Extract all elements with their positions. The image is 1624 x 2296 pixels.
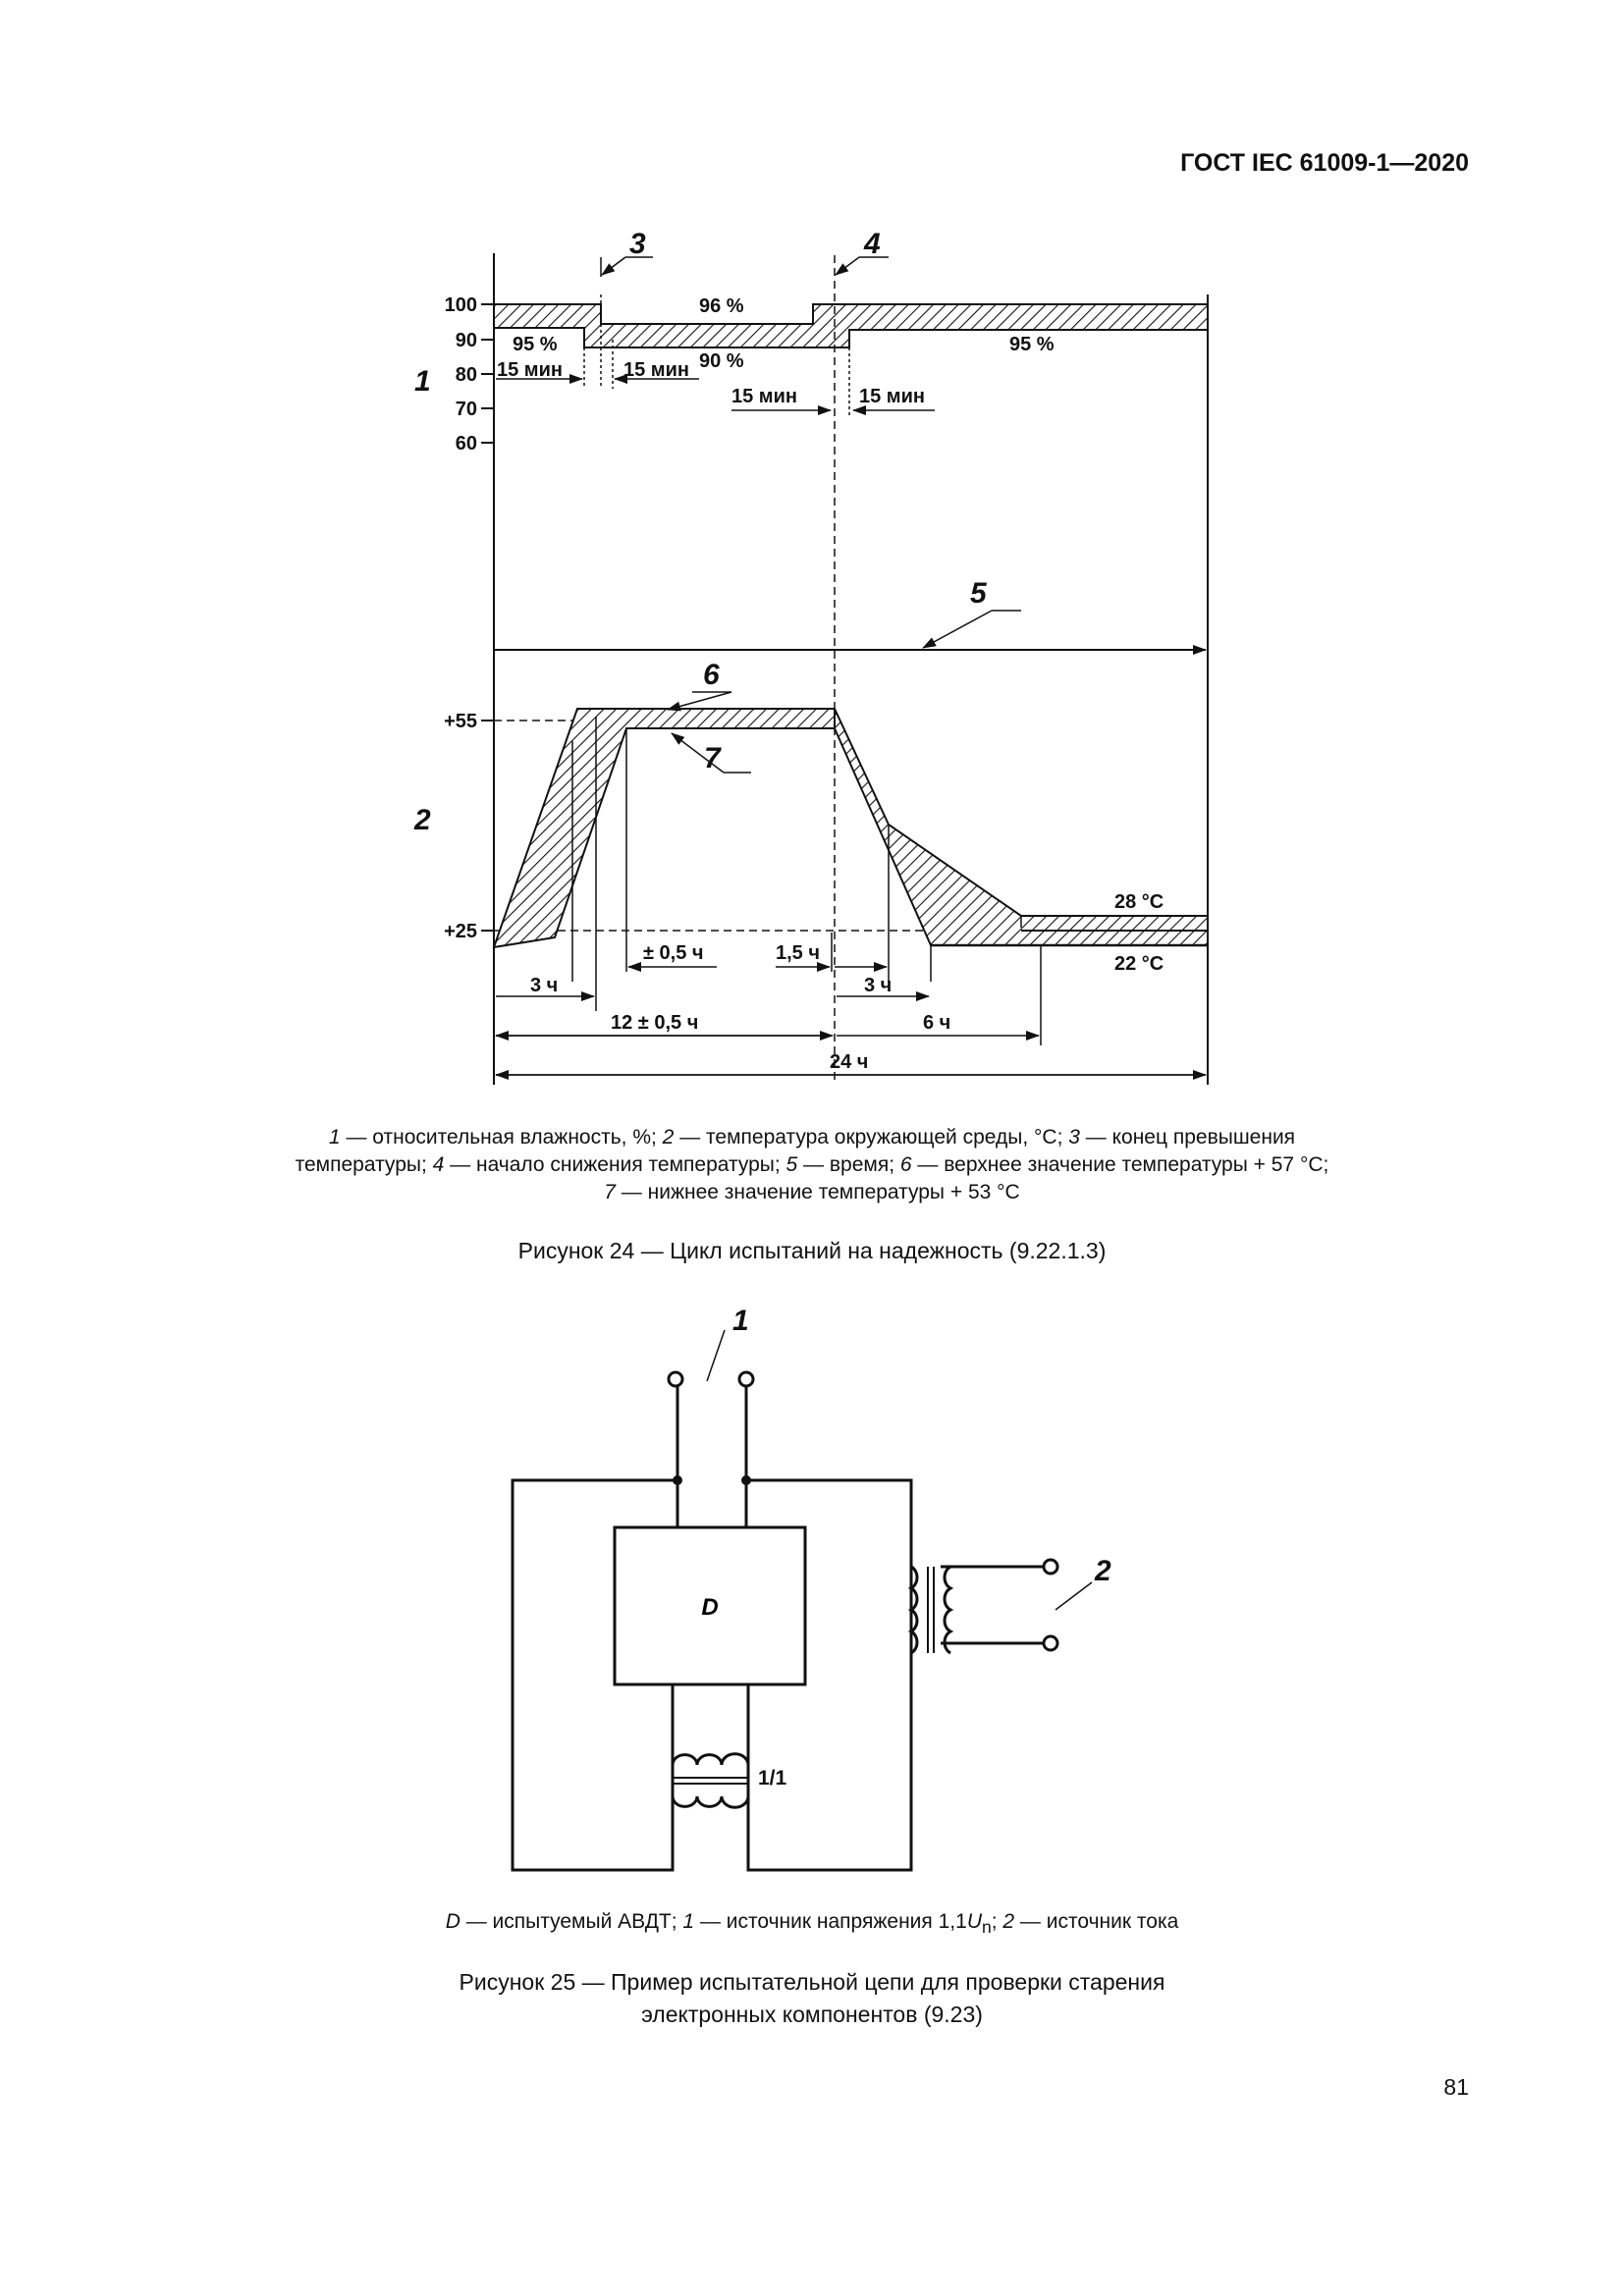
legend-line: температуры; 4 — начало снижения темпера… bbox=[295, 1153, 1329, 1176]
temperature-tick-label: +55 bbox=[444, 711, 477, 732]
figure-24-diagram: 100 90 80 70 60 1 95 % 96 % 90 % 95 % 15… bbox=[413, 228, 1209, 1085]
current-coil-secondary bbox=[943, 1565, 954, 1655]
humidity-label-95-right: 95 % bbox=[1009, 334, 1055, 355]
callout-7: 7 bbox=[704, 742, 722, 774]
duration-label-3h: 3 ч bbox=[530, 975, 558, 996]
duration-label-15min: 15 мин bbox=[731, 386, 797, 407]
duration-label-15h: 1,5 ч bbox=[776, 942, 820, 964]
duration-label-15min: 15 мин bbox=[497, 359, 563, 381]
current-coil-primary bbox=[907, 1565, 919, 1655]
callout-2: 2 bbox=[1094, 1555, 1111, 1587]
transformer-primary bbox=[671, 1752, 750, 1766]
humidity-tick-label: 90 bbox=[456, 330, 477, 351]
legend-line: 1 — относительная влажность, %; 2 — темп… bbox=[328, 1126, 1296, 1148]
temperature-label-28c: 28 °C bbox=[1114, 891, 1164, 913]
duration-label-15min: 15 мин bbox=[859, 386, 925, 407]
figure-24-title: Рисунок 24 — Цикл испытаний на надежност… bbox=[517, 1238, 1107, 1263]
figure-25-legend: D — испытуемый АВДТ; 1 — источник напряж… bbox=[0, 1908, 1624, 1941]
temperature-label-22c: 22 °C bbox=[1114, 953, 1164, 975]
duration-label-pm05h: ± 0,5 ч bbox=[643, 942, 704, 964]
duration-label-6h: 6 ч bbox=[923, 1012, 950, 1034]
humidity-tick-label: 70 bbox=[456, 399, 477, 420]
humidity-label-95-left: 95 % bbox=[513, 334, 558, 355]
figure-25-title-line: Рисунок 25 — Пример испытательной цепи д… bbox=[459, 1969, 1165, 1995]
humidity-label-90: 90 % bbox=[699, 350, 744, 372]
callout-4: 4 bbox=[863, 228, 881, 260]
legend-line: 7 — нижнее значение температуры + 53 °C bbox=[604, 1181, 1020, 1203]
callout-6: 6 bbox=[703, 659, 720, 691]
duration-label-15min: 15 мин bbox=[623, 359, 689, 381]
device-label: D bbox=[701, 1594, 718, 1621]
figure-25-circuit: 1 D 1/1 2 bbox=[511, 1305, 1111, 1872]
temperature-axis-tag: 2 bbox=[413, 804, 431, 836]
figure-24-legend: 1 — относительная влажность, %; 2 — темп… bbox=[0, 1124, 1624, 1206]
duration-label-3h: 3 ч bbox=[864, 975, 892, 996]
duration-label-24h: 24 ч bbox=[830, 1051, 868, 1073]
transformer-secondary bbox=[671, 1795, 750, 1809]
page-number: 81 bbox=[1443, 2074, 1469, 2100]
humidity-label-96: 96 % bbox=[699, 295, 744, 317]
transformer-ratio: 1/1 bbox=[758, 1767, 787, 1789]
humidity-tick-label: 80 bbox=[456, 364, 477, 386]
humidity-tick-label: 100 bbox=[445, 294, 477, 316]
figure-25-title-line: электронных компонентов (9.23) bbox=[641, 2002, 983, 2027]
callout-5: 5 bbox=[970, 577, 988, 610]
humidity-axis-tag: 1 bbox=[414, 365, 431, 398]
device-under-test bbox=[613, 1525, 807, 1686]
temperature-tick-label: +25 bbox=[444, 921, 477, 942]
temperature-axis-ticks: +55 +25 bbox=[444, 711, 494, 942]
callout-3: 3 bbox=[629, 228, 646, 260]
humidity-tick-label: 60 bbox=[456, 433, 477, 454]
figure-25-title: Рисунок 25 — Пример испытательной цепи д… bbox=[0, 1966, 1624, 2031]
humidity-axis-ticks: 100 90 80 70 60 bbox=[445, 294, 494, 454]
legend-line: D — испытуемый АВДТ; 1 — источник напряж… bbox=[445, 1910, 1179, 1938]
document-code: ГОСТ IEC 61009-1—2020 bbox=[1180, 149, 1469, 177]
callout-1: 1 bbox=[732, 1305, 749, 1337]
temperature-band bbox=[492, 708, 1209, 949]
duration-label-12h: 12 ± 0,5 ч bbox=[611, 1012, 698, 1034]
